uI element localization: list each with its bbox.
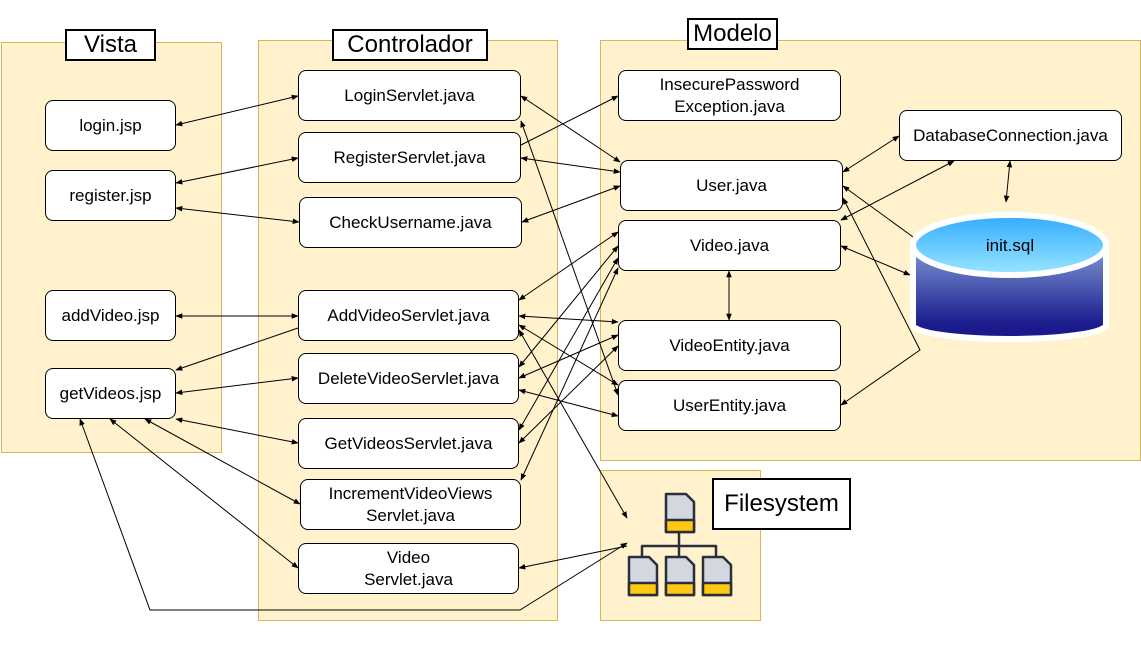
login-servlet-node[interactable]: LoginServlet.java (298, 70, 521, 121)
user-entity-node[interactable]: UserEntity.java (618, 380, 841, 431)
login-jsp-node[interactable]: login.jsp (45, 100, 176, 151)
edge-login-servlet-user-java (520, 95, 621, 163)
filesystem-title: Filesystem (712, 478, 851, 530)
edge-user-java-user-entity (840, 197, 921, 406)
edge-getvideos-jsp-increment-servlet (144, 418, 301, 505)
edge-login-jsp-login-servlet (175, 94, 299, 127)
register-servlet-node[interactable]: RegisterServlet.java (298, 132, 521, 183)
edge-getvideos-servlet-video-entity (518, 345, 619, 444)
vista-title: Vista (65, 29, 156, 61)
edge-getvideos-jsp-video-servlet (109, 418, 299, 569)
edge-database-connection-video-java (840, 160, 955, 221)
insecure-password-node[interactable]: InsecurePassword Exception.java (618, 70, 841, 121)
edge-register-jsp-check-username (175, 205, 300, 225)
edge-register-servlet-insecure-password (520, 95, 619, 146)
edge-register-jsp-register-servlet (175, 156, 299, 185)
edge-getvideos-jsp-filesystem (79, 418, 628, 611)
edge-register-servlet-user-java (520, 156, 621, 174)
video-entity-node[interactable]: VideoEntity.java (618, 320, 841, 371)
getvideos-jsp-node[interactable]: getVideos.jsp (45, 368, 176, 419)
register-jsp-node[interactable]: register.jsp (45, 170, 176, 221)
video-java-node[interactable]: Video.java (618, 220, 841, 271)
database-icon (910, 212, 1109, 342)
user-java-node[interactable]: User.java (620, 160, 843, 211)
edge-database-connection-init-sql (1003, 160, 1013, 203)
edge-increment-servlet-video-java (520, 267, 619, 481)
file-tree-icon (627, 492, 733, 597)
edge-filesystem-video-servlet (518, 545, 628, 570)
edge-user-java-init-sql (842, 185, 921, 243)
edge-getvideos-jsp-deletevideo-servlet (175, 375, 299, 396)
controlador-title: Controlador (332, 29, 488, 61)
edge-video-java-init-sql (840, 245, 911, 276)
edge-getvideos-jsp-getvideos-servlet (175, 417, 299, 445)
modelo-title: Modelo (687, 18, 778, 50)
edge-getvideos-servlet-video-java (518, 257, 619, 431)
deletevideo-servlet-node[interactable]: DeleteVideoServlet.java (298, 353, 519, 404)
addvideo-servlet-node[interactable]: AddVideoServlet.java (298, 290, 519, 341)
init-sql-label[interactable]: init.sql (985, 236, 1035, 255)
database-connection-node[interactable]: DatabaseConnection.java (899, 110, 1122, 161)
edge-login-servlet-user-entity (520, 120, 619, 396)
check-username-node[interactable]: CheckUsername.java (299, 197, 522, 248)
edge-deletevideo-servlet-video-java (518, 245, 619, 368)
edge-user-java-database-connection (842, 135, 900, 173)
video-servlet-node[interactable]: Video Servlet.java (298, 543, 519, 594)
edge-addvideo-servlet-video-entity (518, 313, 619, 325)
edge-addvideo-servlet-video-java (518, 231, 619, 301)
edge-addvideo-servlet-getvideos-jsp (175, 327, 299, 371)
addvideo-jsp-node[interactable]: addVideo.jsp (45, 290, 176, 341)
edge-check-username-user-java (521, 185, 621, 223)
